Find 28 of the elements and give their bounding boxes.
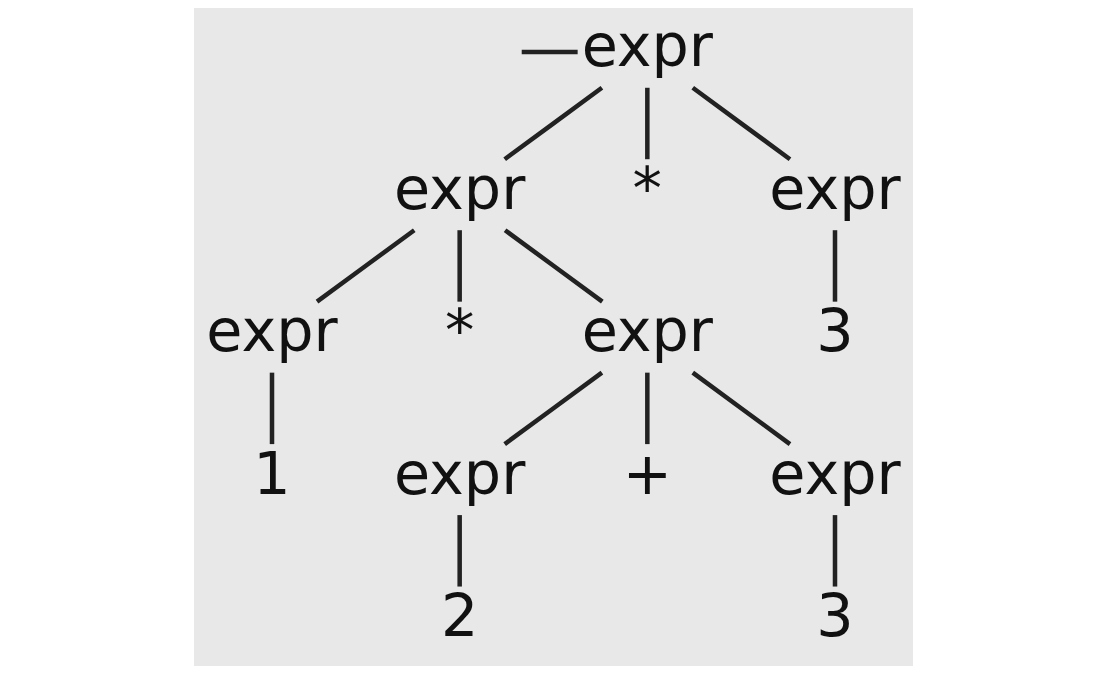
connector <box>502 85 603 162</box>
connector <box>832 230 837 302</box>
node-text: 3 <box>815 296 854 366</box>
connector <box>503 228 604 304</box>
connector <box>315 228 416 304</box>
node-text: expr <box>581 296 713 366</box>
node-text: + <box>622 438 672 508</box>
node-text: 2 <box>440 581 478 651</box>
node-text: expr <box>768 438 901 508</box>
node-text: * <box>632 153 662 223</box>
connector <box>644 87 650 160</box>
connector <box>456 230 462 302</box>
connector <box>690 370 791 446</box>
node-text: expr <box>581 11 713 81</box>
node-text: expr <box>393 438 525 508</box>
connector <box>644 372 650 445</box>
connector <box>690 85 791 162</box>
node-text: expr <box>205 296 338 366</box>
connector <box>832 515 837 587</box>
node-text: expr <box>768 153 901 223</box>
connector <box>521 49 578 55</box>
node-text: 3 <box>815 581 854 651</box>
connector <box>269 372 274 445</box>
connector <box>502 370 603 446</box>
connector <box>456 515 462 587</box>
node-text: * <box>444 296 474 366</box>
node-text: 1 <box>252 438 291 508</box>
node-text: expr <box>393 153 525 223</box>
